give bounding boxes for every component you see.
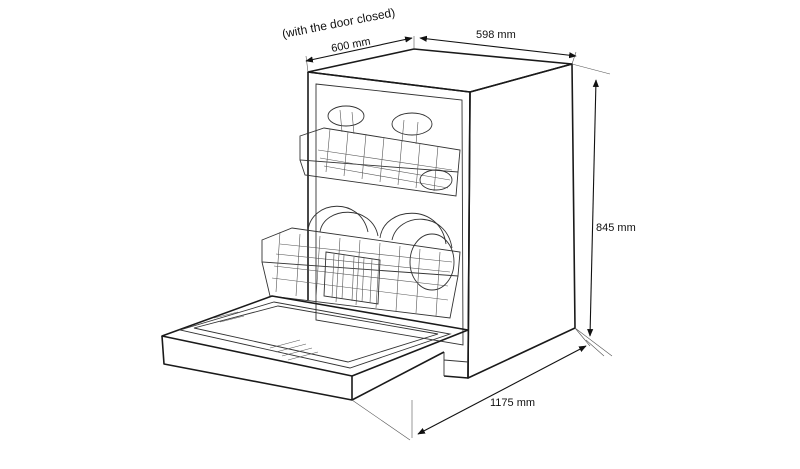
dimension-lines [305, 35, 605, 438]
dimension-line-depth-open [417, 345, 587, 435]
label-height: 845 mm [596, 222, 636, 234]
dishwasher-cabinet [307, 48, 576, 379]
dimension-line-width [419, 35, 577, 59]
lower-rack [261, 205, 461, 319]
dimension-line-height [587, 79, 599, 337]
label-depth-closed: 600 mm [330, 36, 371, 55]
open-door [161, 295, 469, 401]
dimension-line-depth-closed [305, 36, 413, 63]
label-width: 598 mm [476, 29, 516, 41]
upper-rack [299, 105, 461, 197]
extension-lines [305, 36, 613, 441]
label-depth-open: 1175 mm [490, 397, 535, 409]
door-closed-note: (with the door closed) [281, 5, 396, 41]
